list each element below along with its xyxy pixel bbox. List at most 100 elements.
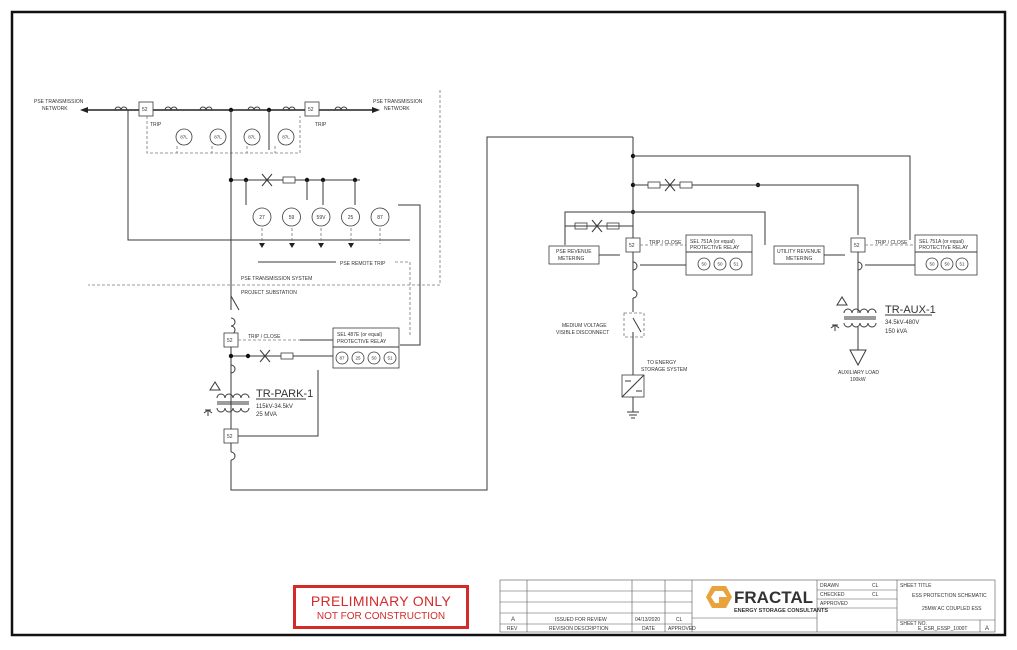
sheet-border [10, 10, 1007, 637]
substation-relay-3 [341, 207, 360, 227]
description-header: REVISION DESCRIPTION [549, 626, 609, 632]
park-relay-func-label-1: 25 [355, 356, 361, 361]
preliminary-stamp: PRELIMINARY ONLY NOT FOR CONSTRUCTION [293, 585, 469, 629]
park-relay-title-1: SEL 487E (or equal) [337, 332, 382, 338]
aux-relay-func-label-2: 51 [959, 262, 965, 267]
right-network-label-2: NETWORK [384, 106, 410, 112]
potential-transformer-park [259, 349, 294, 363]
park-relay-func-3 [383, 351, 397, 365]
substation-relay-label-1: 59 [289, 215, 295, 221]
park-breaker-top-label: 52 [227, 338, 233, 344]
pse-revenue-metering-label-1: PSE REVENUE [556, 249, 592, 255]
relay-87l-2 [243, 128, 261, 146]
substation-relay-label-2: 59V [317, 215, 327, 221]
ess-relay-func-label-2: 51 [733, 262, 739, 267]
mv-visible-disconnect [623, 312, 645, 338]
aux-breaker-label: 52 [854, 243, 860, 249]
sheet-title-line-1: ESS PROTECTION SCHEMATIC [912, 593, 987, 599]
aux-transformer-voltage: 34.5kV-480V [885, 320, 919, 326]
transformer-aux-symbol [830, 296, 877, 331]
logo-name: FRACTAL [734, 588, 813, 607]
park-relay-func-2 [367, 351, 381, 365]
park-breaker-bottom-label: 52 [227, 434, 233, 440]
relay-87l-label-0: 87L [180, 135, 188, 140]
substation-relay-0 [252, 207, 272, 227]
mv-disconnect-label-1: MEDIUM VOLTAGE [562, 323, 607, 329]
ess-breaker-label: 52 [629, 243, 635, 249]
relay-87l-label-2: 87L [248, 135, 256, 140]
ess-relay-func-label-0: 50 [701, 262, 707, 267]
bus-breaker-right-trip: TRIP [315, 122, 327, 128]
relay-87l-1 [209, 128, 227, 146]
utility-metering-label-1: UTILITY REVENUE [777, 249, 822, 255]
park-relay-func-label-3: 51 [387, 356, 393, 361]
substation-relay-label-4: 87 [377, 215, 383, 221]
approved-header: APPROVED [668, 626, 696, 632]
aux-relay-functions: 50 50 51 [925, 257, 969, 271]
project-boundary-label: PROJECT SUBSTATION [241, 290, 297, 296]
mv-disconnect-label-2: VISIBLE DISCONNECT [556, 330, 609, 336]
drawn-value: CL [872, 583, 879, 589]
left-network-label-1: PSE TRANSMISSION [34, 99, 84, 105]
pse-revenue-metering-label-2: METERING [558, 256, 585, 262]
ess-relay-title-2: PROTECTIVE RELAY [690, 245, 740, 251]
sheet-title-line-2: 25MW AC COUPLED ESS [922, 606, 982, 612]
sheet-number: E_ESR_ESSP_1000T [918, 626, 967, 632]
aux-relay-func-2 [955, 257, 969, 271]
bus-breaker-right-label: 52 [308, 107, 314, 113]
to-storage-label-2: STORAGE SYSTEM [641, 367, 687, 373]
bus-breaker-left-label: 52 [142, 107, 148, 113]
title-block [499, 579, 996, 633]
revision-description: ISSUED FOR REVIEW [555, 617, 607, 623]
substation-relay-1 [282, 207, 301, 227]
aux-relay-func-0 [925, 257, 939, 271]
transformer-park-symbol [203, 381, 250, 416]
park-relay-func-label-2: 50 [371, 356, 377, 361]
left-network-label-2: NETWORK [42, 106, 68, 112]
aux-relay-title-1: SEL 751A (or equal) [919, 239, 964, 245]
aux-transformer-name: TR-AUX-1 [885, 304, 936, 316]
aux-load-label-2: 100kW [850, 377, 866, 383]
substation-relay-label-0: 27 [259, 215, 265, 221]
aux-relay-func-label-0: 50 [929, 262, 935, 267]
ess-relay-func-label-1: 50 [717, 262, 723, 267]
stamp-line-2: NOT FOR CONSTRUCTION [316, 611, 446, 622]
substation-relay-label-3: 25 [348, 215, 354, 221]
auxiliary-load-symbol [849, 349, 867, 367]
drawn-label: DRAWN [820, 583, 839, 589]
relay-87l-3 [277, 128, 295, 146]
checked-label: CHECKED [820, 592, 845, 598]
aux-relay-func-label-1: 50 [944, 262, 950, 267]
potential-transformer-ess [647, 178, 693, 192]
aux-relay-title-2: PROTECTIVE RELAY [919, 245, 969, 251]
pse-remote-trip-label: PSE REMOTE TRIP [340, 261, 386, 267]
sheet-revision: A [985, 626, 989, 632]
sheet-number-label: SHEET NO. [900, 621, 927, 627]
aux-relay-func-1 [940, 257, 954, 271]
ess-relay-functions: 50 50 51 [697, 257, 743, 271]
ess-relay-func-1 [713, 257, 727, 271]
relay-87l-label-3: 87L [282, 135, 290, 140]
substation-relays: 27 59 59V 25 87 [252, 207, 390, 227]
ess-relay-func-2 [729, 257, 743, 271]
approved-label: APPROVED [820, 601, 848, 607]
park-transformer-rating: 25 MVA [256, 412, 277, 418]
ess-trip-close-label: TRIP / CLOSE [649, 240, 682, 246]
revision-initials: CL [676, 617, 683, 623]
system-boundary-label: PSE TRANSMISSION SYSTEM [241, 276, 312, 282]
park-relay-title-2: PROTECTIVE RELAY [337, 339, 387, 345]
revision-letter: A [511, 617, 515, 623]
right-network-label-1: PSE TRANSMISSION [373, 99, 423, 105]
aux-transformer-rating: 150 kVA [885, 329, 907, 335]
bus-breaker-left-trip: TRIP [150, 122, 162, 128]
relay-87l-0 [175, 128, 193, 146]
park-transformer-name: TR-PARK-1 [256, 388, 313, 400]
transmission-bus [80, 106, 380, 113]
ess-relay-title-1: SEL 751A (or equal) [690, 239, 735, 245]
utility-metering-label-2: METERING [786, 256, 813, 262]
aux-load-label-1: AUXILIARY LOAD [838, 370, 879, 376]
substation-boundary [88, 90, 441, 286]
park-trip-close-label: TRIP / CLOSE [248, 334, 281, 340]
